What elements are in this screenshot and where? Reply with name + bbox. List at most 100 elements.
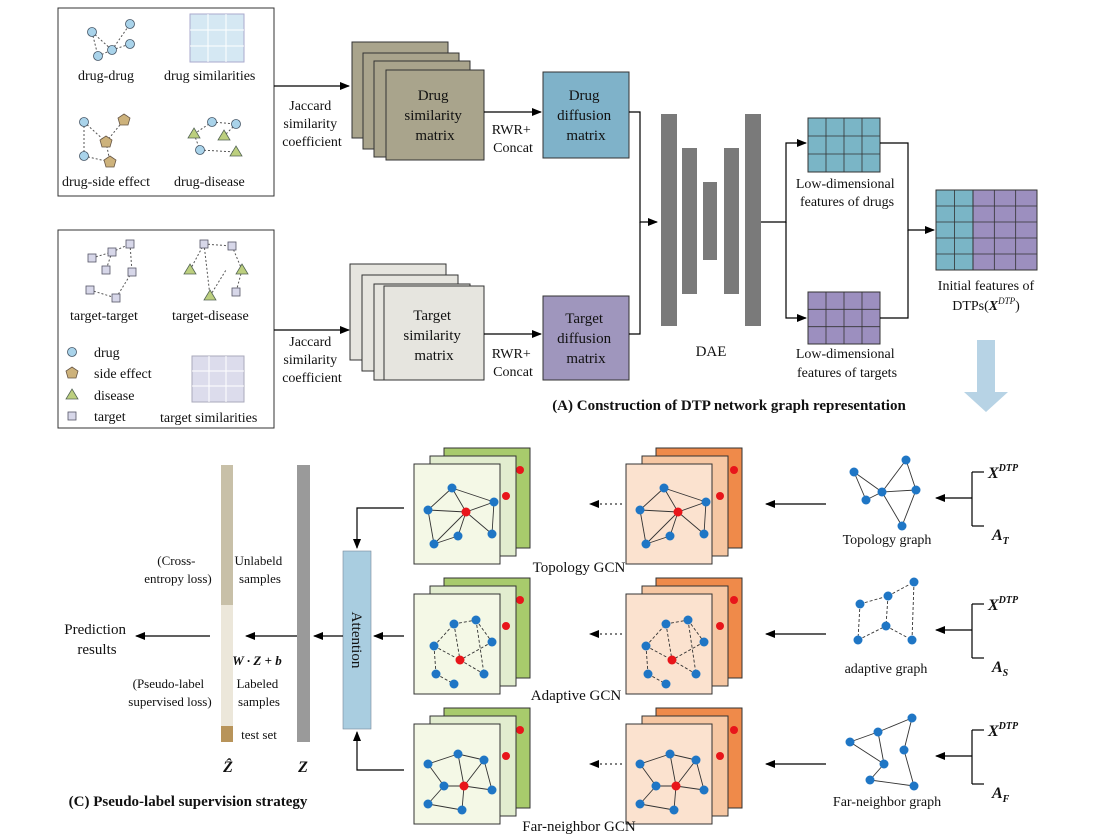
- red-node: [502, 752, 510, 760]
- legend: drug side effect disease target: [65, 346, 152, 425]
- rwr-label-target: RWR+ Concat: [492, 347, 535, 380]
- input-graph-1: [853, 577, 919, 645]
- side-effect-node-icons: [99, 113, 131, 168]
- blue-node: [453, 531, 463, 541]
- graph-edge: [905, 459, 917, 491]
- x-label: X: [987, 723, 999, 740]
- graph-edge: [453, 623, 461, 661]
- a-sub: F: [1002, 794, 1010, 805]
- red-node: [730, 726, 738, 734]
- a-sub: S: [1003, 668, 1009, 679]
- graph-edge: [639, 487, 665, 511]
- graph-edge: [869, 779, 915, 787]
- z-label: Z: [297, 759, 308, 776]
- dae-layer: [724, 148, 739, 294]
- graph-edge: [645, 511, 679, 545]
- legend-target: target: [94, 410, 126, 425]
- topology-graph-label: Topology graph: [843, 533, 932, 548]
- gcn-graph: [641, 615, 709, 689]
- x-label: X: [987, 597, 999, 614]
- dtp-sup: DTP: [998, 463, 1019, 474]
- x-dtp-label: XDTP: [987, 595, 1019, 614]
- blue-node: [883, 591, 893, 601]
- graph-edge: [475, 619, 485, 675]
- blue-node: [699, 529, 709, 539]
- gcn-graph: [635, 749, 709, 815]
- z-hat-label: Ẑ: [222, 757, 233, 776]
- graph-edge: [903, 717, 913, 751]
- blue-node: [447, 483, 457, 493]
- blue-node: [691, 669, 701, 679]
- graph-edge: [639, 509, 647, 545]
- drug-drug-label: drug-drug: [78, 69, 134, 84]
- blue-node: [669, 805, 679, 815]
- blue-node: [699, 637, 709, 647]
- red-node: [730, 466, 738, 474]
- graph-edge: [849, 741, 885, 765]
- red-node: [502, 622, 510, 630]
- target-node-icons-2: [199, 239, 241, 297]
- target-sim-layer: [383, 285, 485, 381]
- x-label: X: [987, 465, 999, 482]
- graph-edge: [639, 803, 675, 811]
- graph-edge: [427, 763, 445, 787]
- jaccard-label-target: Jaccard similarity coefficient: [282, 335, 342, 386]
- blue-node: [909, 577, 919, 587]
- dae-layer: [745, 114, 761, 326]
- blue-node: [449, 619, 459, 629]
- blue-node: [661, 679, 671, 689]
- x-dtp-label: XDTP: [987, 463, 1019, 482]
- graph-edge: [857, 603, 861, 641]
- red-node: [516, 726, 524, 734]
- adaptive-gcn-row: [413, 577, 826, 695]
- blue-node: [651, 781, 661, 791]
- target-diffusion-matrix: [542, 295, 630, 381]
- graph-edge: [663, 487, 679, 513]
- blue-node: [873, 727, 883, 737]
- target-similarity-matrix-stack: [349, 263, 485, 381]
- graph-edge: [877, 717, 913, 733]
- graph-edge: [491, 501, 495, 535]
- dae-to-target-features-arrow: [785, 222, 807, 322]
- dtp-sup: DTP: [998, 595, 1019, 606]
- gcn-graph: [423, 749, 497, 815]
- blue-node: [845, 737, 855, 747]
- graph-edge: [457, 753, 465, 787]
- red-node: [516, 596, 524, 604]
- red-node: [459, 781, 469, 791]
- disease-node-icons: [187, 127, 243, 157]
- graph-edge: [911, 581, 915, 641]
- blue-node: [853, 635, 863, 645]
- graph-edge: [881, 491, 903, 527]
- blue-node: [907, 635, 917, 645]
- graph-edge: [677, 501, 707, 513]
- graph-edge: [663, 487, 707, 503]
- panel-c-caption: (C) Pseudo-label supervision strategy: [69, 794, 308, 810]
- far-to-attention-arrow: [353, 731, 404, 771]
- blue-node: [635, 759, 645, 769]
- blue-node: [423, 799, 433, 809]
- z-embedding-bar: [297, 465, 310, 742]
- blue-node: [909, 781, 919, 791]
- target-similarity-label: Target similarity matrix: [403, 308, 464, 364]
- target-features-to-dtp-arrow: [880, 230, 909, 319]
- blue-node: [699, 785, 709, 795]
- big-down-arrow: [964, 340, 1008, 412]
- blue-node: [429, 539, 439, 549]
- a-label: AF: [991, 785, 1010, 805]
- blue-node: [479, 669, 489, 679]
- blue-node: [487, 785, 497, 795]
- drug-to-dae-arrow: [629, 111, 658, 226]
- graph-edge: [687, 619, 705, 643]
- red-node: [516, 466, 524, 474]
- drug-similarities-grid-icon: [189, 13, 245, 63]
- legend-drug: drug: [94, 346, 120, 361]
- adaptive-graph-label: adaptive graph: [845, 662, 928, 677]
- blue-node: [849, 467, 859, 477]
- graph-edge: [881, 459, 907, 493]
- graph-edge: [427, 509, 467, 513]
- graph-edge: [703, 501, 707, 535]
- labeled-samples-label: Labeled samples: [236, 676, 281, 709]
- legend-disease: disease: [94, 389, 134, 404]
